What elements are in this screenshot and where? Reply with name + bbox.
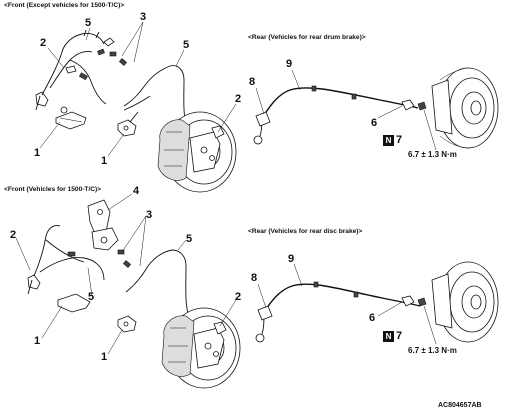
callout-2: 2 [235,291,242,303]
callout-6: 6 [371,117,378,129]
section-title-front-tc: <Front (Vehicles for 1500-T/C)> [4,186,102,193]
rear-drum-assembly [253,67,499,151]
n-symbol-badge: N [383,135,394,146]
section-title-rear-drum: <Rear (Vehicles for rear drum brake)> [248,34,366,41]
callout-9: 9 [288,253,295,265]
callout-1: 1 [34,335,41,347]
front-tc-wheel-assembly [107,239,241,389]
rear-disc-assembly [255,261,499,345]
callout-5: 5 [186,233,193,245]
callout-1: 1 [101,155,108,167]
callout-5: 5 [85,17,92,29]
torque-spec: 6.7 ± 1.3 N·m [408,150,457,159]
callout-1: 1 [101,351,108,363]
front-tc-sensor-harness [15,193,147,339]
figure-code: AC804657AB [438,402,482,409]
callout-7: 7 [396,134,403,146]
callout-9: 9 [286,58,293,70]
callout-8: 8 [251,272,258,284]
section-title-rear-disc: <Rear (Vehicles for rear disc brake)> [248,228,363,235]
callout-8: 8 [249,76,256,88]
callout-3: 3 [146,209,153,221]
callout-7: 7 [396,330,403,342]
front-std-sensor-harness [35,21,144,149]
callout-2: 2 [10,229,17,241]
callout-6: 6 [369,312,376,324]
n-symbol-badge: N [383,331,394,342]
torque-spec: 6.7 ± 1.3 N·m [408,346,457,355]
callout-2: 2 [40,37,47,49]
callout-5: 5 [88,291,95,303]
front-std-wheel-assembly [107,49,237,193]
section-title-front-std: <Front (Except vehicles for 1500-T/C)> [4,2,125,9]
callout-1: 1 [34,147,41,159]
callout-5: 5 [183,39,190,51]
callout-3: 3 [140,11,147,23]
callout-4: 4 [133,185,140,197]
callout-2: 2 [235,93,242,105]
